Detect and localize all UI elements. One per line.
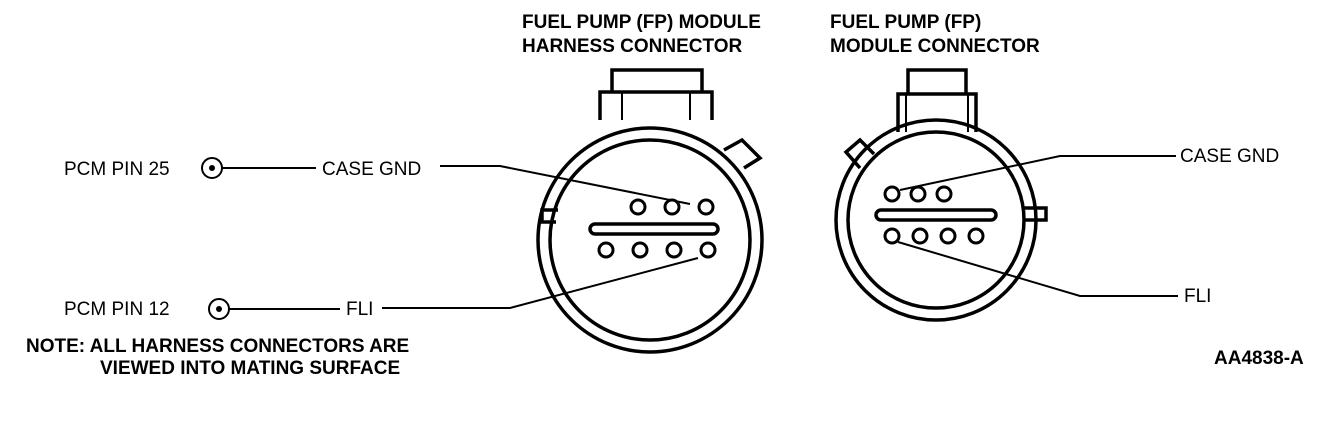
pcm-pin-25-label: PCM PIN 25	[64, 159, 170, 180]
harness-case-gnd-label: CASE GND	[322, 159, 421, 180]
module-case-gnd-label: CASE GND	[1180, 146, 1279, 167]
module-fli-label: FLI	[1184, 286, 1211, 307]
harness-fli-leader	[382, 257, 699, 309]
module-case-gnd-leader	[899, 155, 1176, 191]
harness-fli-label: FLI	[346, 299, 373, 320]
figure-id: AA4838-A	[1214, 348, 1304, 369]
module-connector-title-line2: MODULE CONNECTOR	[830, 36, 1040, 57]
harness-connector-title-line1: FUEL PUMP (FP) MODULE	[522, 12, 761, 33]
note-line2: VIEWED INTO MATING SURFACE	[100, 358, 400, 379]
harness-case-gnd-leader	[440, 165, 691, 205]
harness-connector-icon	[536, 68, 764, 354]
pcm-pin-12-label: PCM PIN 12	[64, 299, 170, 320]
note-line1: NOTE: ALL HARNESS CONNECTORS ARE	[26, 336, 409, 357]
module-fli-leader	[897, 241, 1178, 297]
module-connector-title-line1: FUEL PUMP (FP)	[830, 12, 981, 33]
module-connector-icon	[834, 68, 1048, 322]
pcm-pin-12-terminal-icon	[208, 298, 230, 320]
pcm-pin-25-terminal-icon	[201, 157, 223, 179]
harness-connector-title-line2: HARNESS CONNECTOR	[522, 36, 743, 57]
